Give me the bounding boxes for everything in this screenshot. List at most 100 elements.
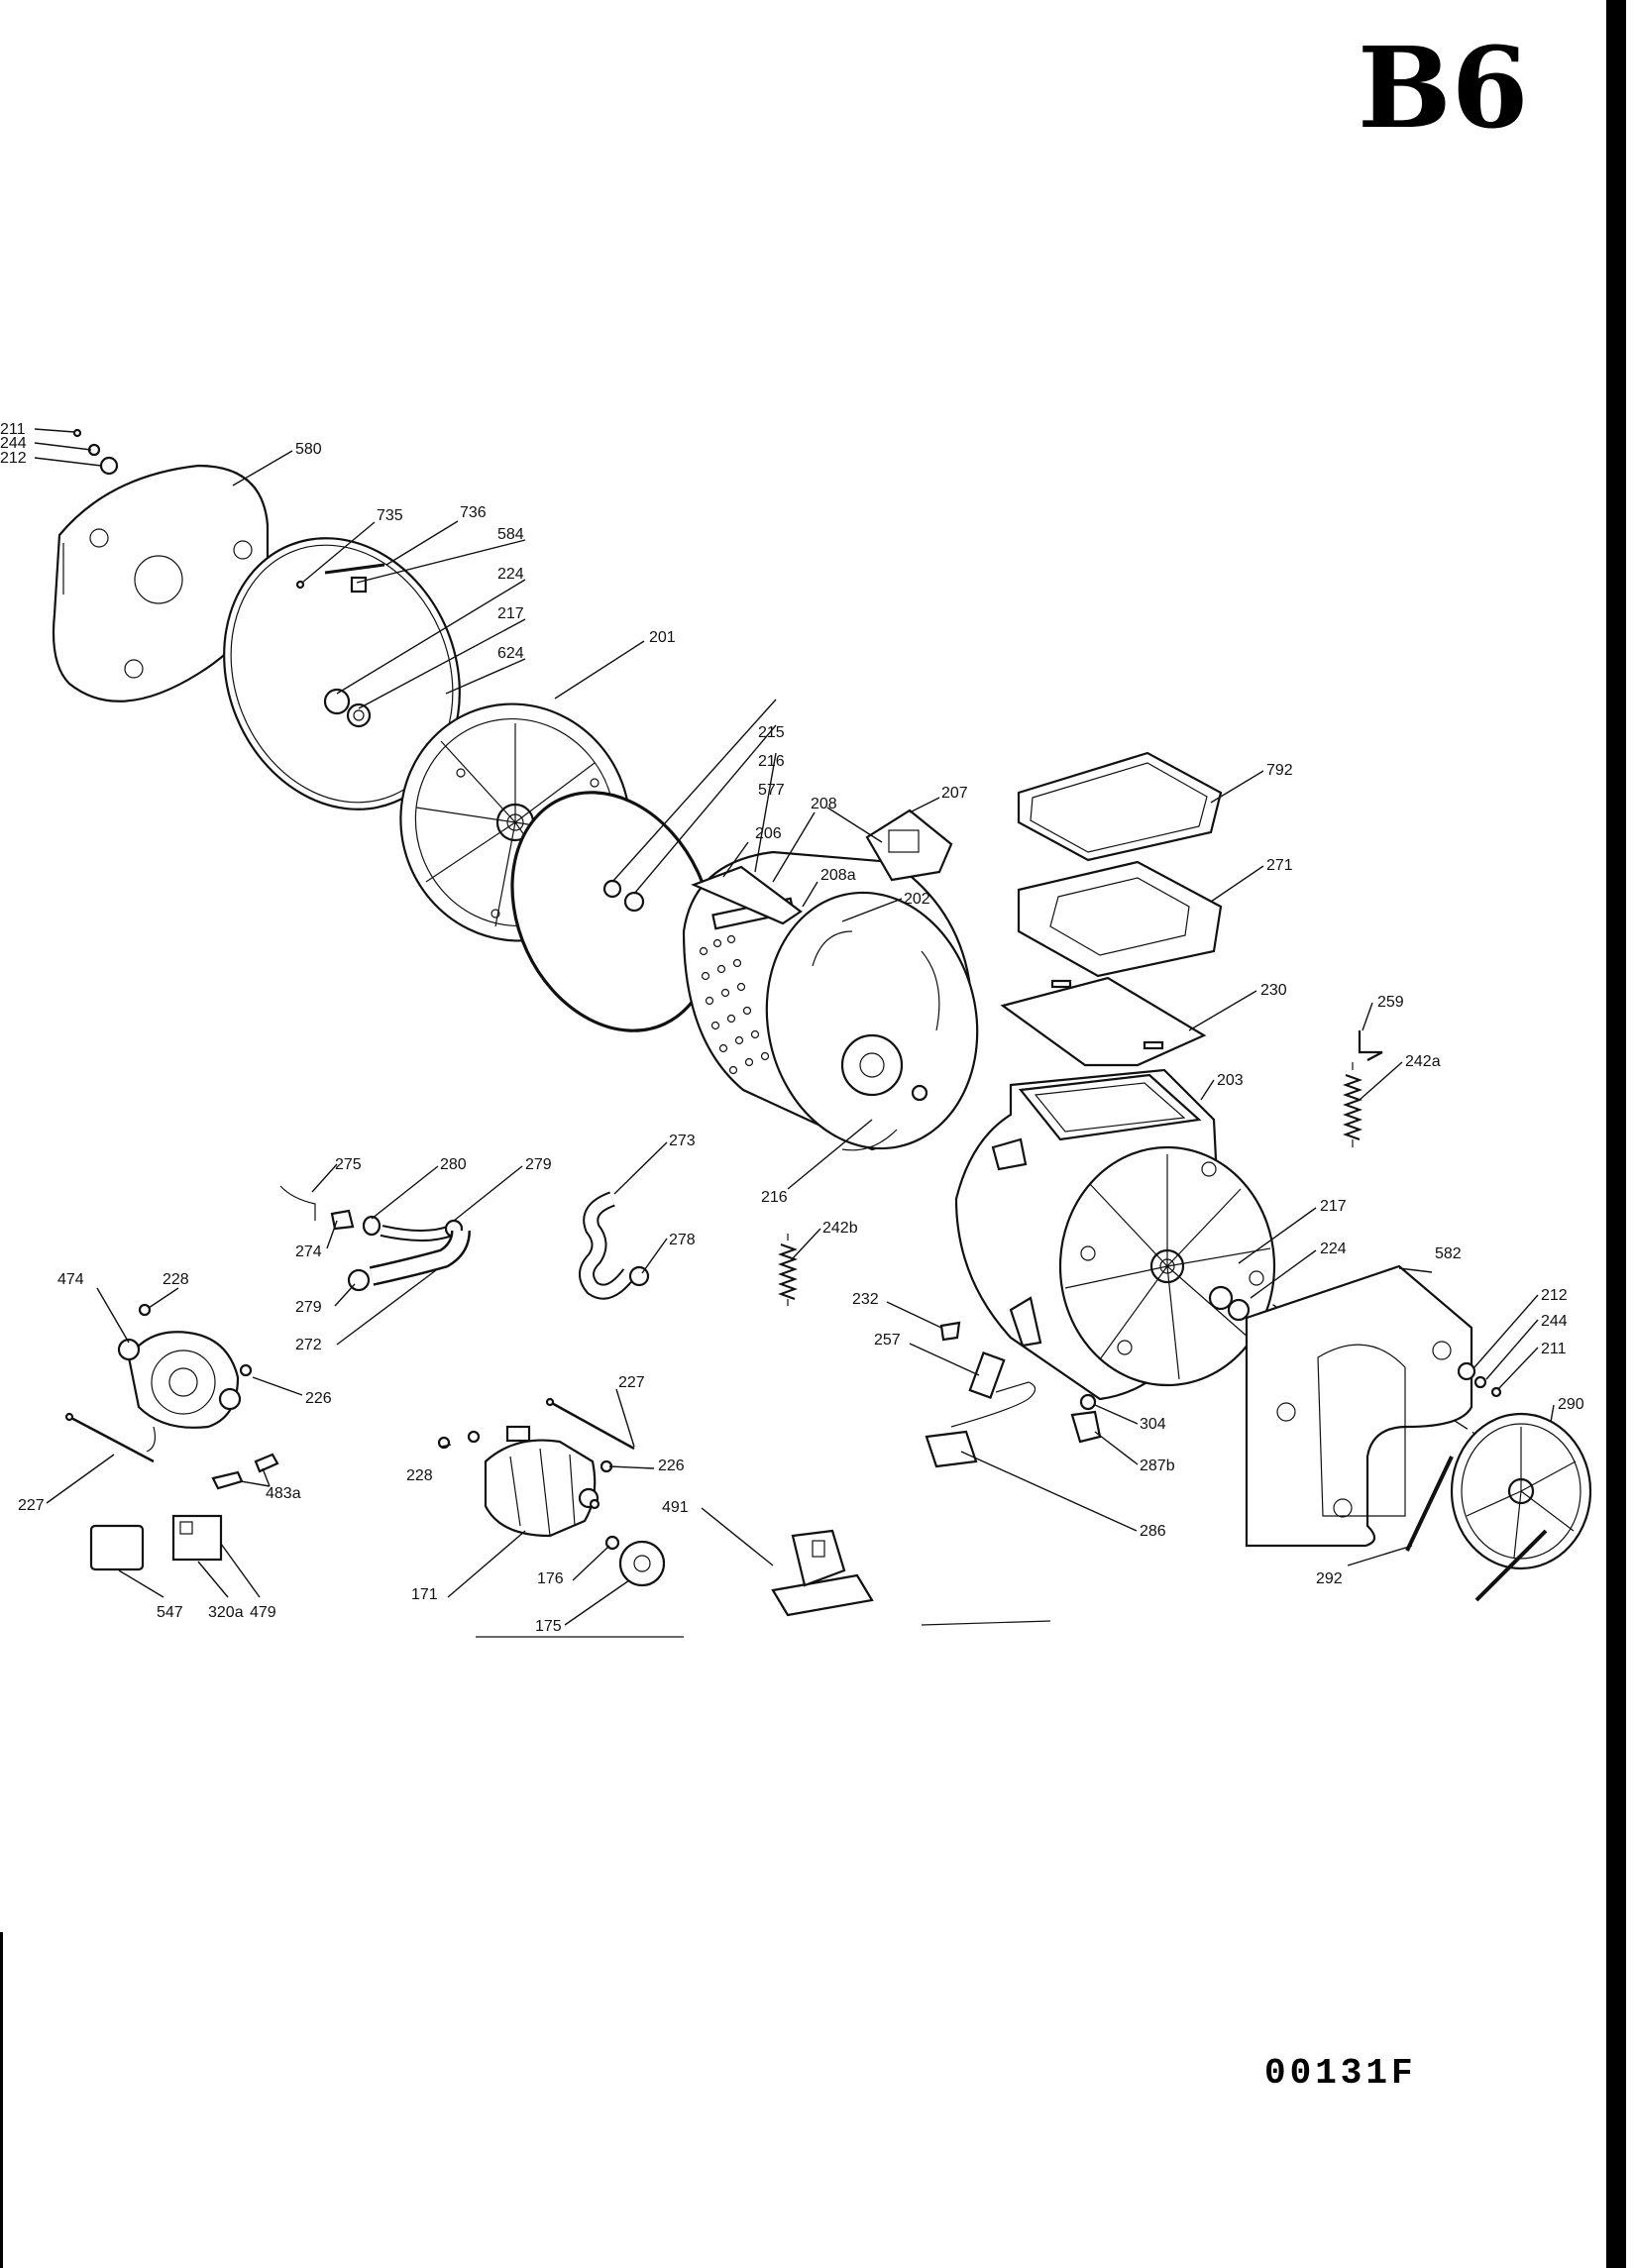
label-580: 580	[295, 441, 322, 458]
filler-hose-assembly	[279, 1185, 471, 1292]
label-624: 624	[497, 645, 524, 662]
bush-216	[623, 891, 645, 913]
pressure-switch-287b	[1070, 1410, 1102, 1444]
filter-547	[89, 1524, 145, 1571]
label-226-centre: 226	[658, 1458, 685, 1474]
suspension-spring-242a	[1343, 1062, 1362, 1147]
label-212: 212	[0, 450, 27, 467]
part-232	[939, 1321, 961, 1342]
bearing-224-front	[1227, 1298, 1251, 1322]
label-216-drum: 216	[761, 1189, 788, 1206]
label-735: 735	[377, 507, 403, 524]
label-547: 547	[157, 1604, 183, 1621]
label-792: 792	[1266, 762, 1293, 779]
drain-hose-273-inner	[581, 1193, 634, 1298]
label-224-front: 224	[1320, 1241, 1347, 1257]
label-227-centre: 227	[618, 1374, 645, 1391]
motor-pulley-175	[618, 1540, 666, 1587]
drawing-number: 00131F	[1264, 2053, 1417, 2094]
suspension-spring-242b	[778, 1234, 798, 1306]
right-edge-bar	[1606, 0, 1626, 2268]
outer-tub	[954, 1068, 1276, 1401]
label-171: 171	[411, 1586, 438, 1603]
label-228: 228	[163, 1271, 189, 1288]
label-280: 280	[440, 1156, 467, 1173]
label-273: 273	[669, 1133, 696, 1149]
label-227: 227	[18, 1497, 45, 1514]
part-736	[324, 563, 385, 575]
label-208a: 208a	[820, 867, 856, 884]
label-491: 491	[662, 1499, 689, 1516]
nut-212-left	[99, 456, 119, 476]
label-271: 271	[1266, 857, 1293, 874]
label-230: 230	[1260, 982, 1287, 999]
relay-320a	[171, 1514, 223, 1562]
rod-227-left	[68, 1415, 155, 1463]
left-edge-bar	[0, 1932, 3, 2268]
washer-244-right	[1473, 1375, 1487, 1389]
door-plate	[1000, 976, 1207, 1067]
door-frame	[1017, 860, 1223, 978]
label-304: 304	[1140, 1416, 1166, 1433]
label-584: 584	[497, 526, 524, 543]
part-304	[1079, 1393, 1097, 1411]
drum-pulley	[1450, 1412, 1592, 1570]
leader-lines	[34, 428, 1555, 1626]
label-242b: 242b	[822, 1220, 858, 1237]
page-tag: B6	[1358, 24, 1529, 154]
label-483a: 483a	[266, 1485, 301, 1502]
label-208: 208	[811, 796, 837, 812]
label-244-right: 244	[1541, 1313, 1568, 1330]
part-735	[295, 580, 305, 590]
label-474: 474	[57, 1271, 84, 1288]
label-257: 257	[874, 1332, 901, 1349]
motor-unit-171	[484, 1425, 600, 1538]
screw-211-right	[1490, 1386, 1502, 1398]
heating-element-286	[925, 1381, 1036, 1468]
label-206: 206	[755, 825, 782, 842]
spring-bracket	[1358, 1030, 1383, 1061]
motor-unit-474	[117, 1331, 242, 1453]
rod-227-centre	[549, 1400, 635, 1451]
screw-211-left	[72, 428, 82, 438]
label-215: 215	[758, 724, 785, 741]
label-175: 175	[535, 1618, 562, 1635]
bearing-224	[323, 688, 351, 715]
label-207: 207	[941, 785, 968, 802]
footer-rule-right	[921, 1620, 1051, 1626]
bearing-217-front	[1208, 1285, 1234, 1311]
label-274: 274	[295, 1243, 322, 1260]
label-244: 244	[0, 435, 27, 452]
label-232: 232	[852, 1291, 879, 1308]
label-211-right: 211	[1541, 1341, 1567, 1357]
label-278: 278	[669, 1232, 696, 1248]
label-217: 217	[497, 605, 524, 622]
brush-228-left	[138, 1303, 152, 1317]
drum-ring-gasket	[510, 791, 714, 1032]
drive-belt	[1405, 1456, 1548, 1602]
label-212-right: 212	[1541, 1287, 1568, 1304]
door-seal	[1017, 751, 1223, 862]
label-211: 211	[0, 421, 26, 438]
transformer-491	[771, 1529, 874, 1617]
label-279-lower: 279	[295, 1299, 322, 1316]
label-582: 582	[1435, 1245, 1462, 1262]
bearing-217	[346, 702, 372, 728]
label-320a: 320a	[208, 1604, 244, 1621]
label-577: 577	[758, 782, 785, 799]
part-labels: 211 244 212 580 735 736 584 224 217 624 …	[0, 421, 1584, 1635]
label-736: 736	[460, 504, 487, 521]
label-203: 203	[1217, 1072, 1244, 1089]
hose-clip-278	[628, 1265, 650, 1287]
label-228-centre: 228	[406, 1467, 433, 1484]
washing-drum	[682, 850, 979, 1151]
label-287b: 287b	[1140, 1458, 1175, 1474]
label-242a: 242a	[1405, 1053, 1441, 1070]
label-286: 286	[1140, 1523, 1166, 1540]
label-224: 224	[497, 566, 524, 583]
label-216: 216	[758, 753, 785, 770]
nut-212-right	[1457, 1361, 1476, 1381]
label-176: 176	[537, 1570, 564, 1587]
label-202: 202	[904, 891, 930, 908]
